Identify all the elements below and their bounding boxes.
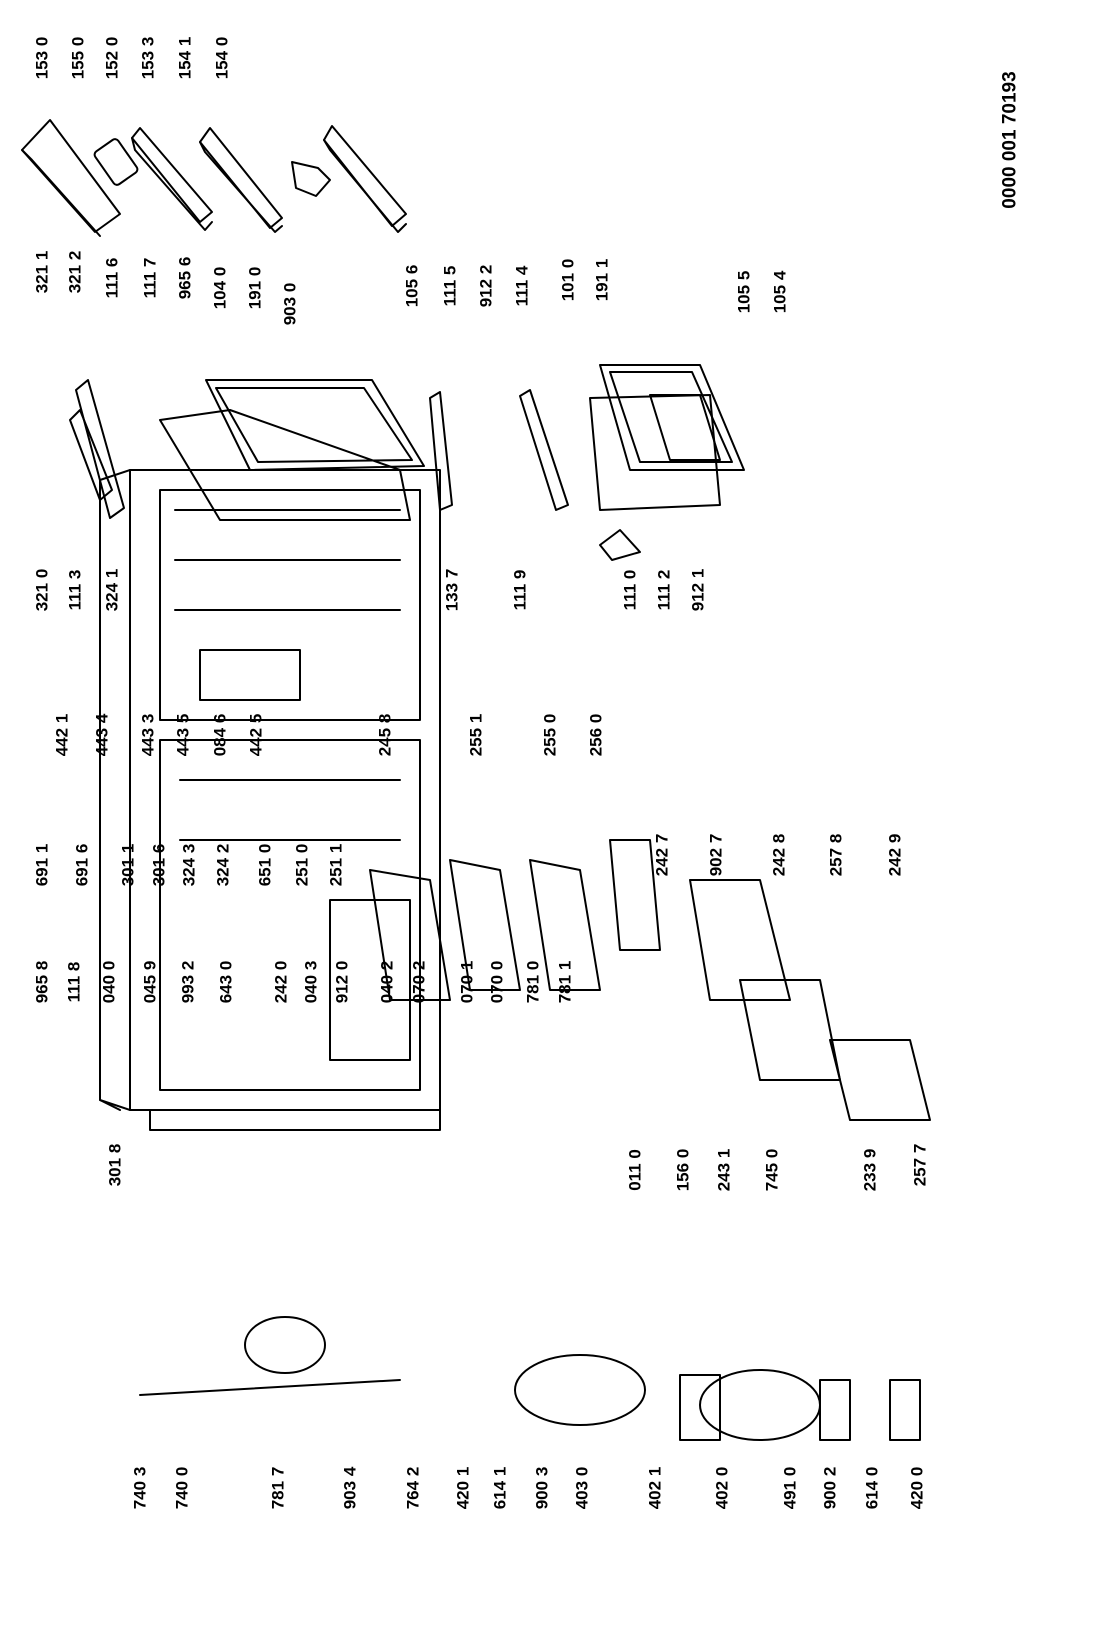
part-label: 301 8 xyxy=(105,1143,125,1187)
part-label: 402 1 xyxy=(645,1466,665,1510)
part-label: 403 0 xyxy=(572,1466,592,1510)
part-label: 153 0 xyxy=(32,36,52,80)
part-label: 191 1 xyxy=(592,258,612,302)
part-label: 255 0 xyxy=(540,713,560,757)
part-label: 491 0 xyxy=(780,1466,800,1510)
part-label: 324 2 xyxy=(213,843,233,887)
part-label: 070 0 xyxy=(487,960,507,1004)
part-label: 111 8 xyxy=(64,961,84,1003)
part-label: 040 3 xyxy=(301,960,321,1004)
part-label: 233 9 xyxy=(860,1148,880,1192)
part-label: 111 0 xyxy=(620,569,640,611)
part-label: 900 3 xyxy=(532,1466,552,1510)
part-label: 301 1 xyxy=(118,843,138,887)
document-number: 0000 001 70193 xyxy=(999,71,1021,209)
part-label: 105 6 xyxy=(402,264,422,308)
part-label: 764 2 xyxy=(403,1466,423,1510)
part-label: 442 5 xyxy=(246,713,266,757)
part-label: 420 0 xyxy=(907,1466,927,1510)
part-label: 651 0 xyxy=(255,843,275,887)
part-label: 111 7 xyxy=(140,257,160,299)
part-label: 191 0 xyxy=(245,266,265,310)
part-label: 154 0 xyxy=(212,36,232,80)
part-label: 321 1 xyxy=(32,250,52,294)
part-label: 402 0 xyxy=(712,1466,732,1510)
part-label: 111 5 xyxy=(440,265,460,307)
part-label: 257 7 xyxy=(910,1143,930,1187)
part-label: 691 6 xyxy=(72,843,92,887)
part-label: 040 2 xyxy=(377,960,397,1004)
part-label: 443 3 xyxy=(138,713,158,757)
part-label: 912 2 xyxy=(476,264,496,308)
part-label: 301 6 xyxy=(149,843,169,887)
part-label: 614 1 xyxy=(490,1466,510,1510)
part-label: 321 0 xyxy=(32,568,52,612)
part-label: 993 2 xyxy=(178,960,198,1004)
part-label: 111 2 xyxy=(654,569,674,611)
part-label: 045 9 xyxy=(140,960,160,1004)
part-label: 614 0 xyxy=(862,1466,882,1510)
cabinet xyxy=(99,469,441,1131)
part-label: 745 0 xyxy=(762,1148,782,1192)
part-label: 442 1 xyxy=(52,713,72,757)
part-label: 101 0 xyxy=(558,258,578,302)
part-label: 242 0 xyxy=(271,960,291,1004)
part-label: 912 0 xyxy=(332,960,352,1004)
part-label: 740 3 xyxy=(130,1466,150,1510)
part-label: 781 0 xyxy=(523,960,543,1004)
part-label: 251 1 xyxy=(326,843,346,887)
part-label: 321 2 xyxy=(65,250,85,294)
part-label: 070 1 xyxy=(457,960,477,1004)
part-label: 740 0 xyxy=(172,1466,192,1510)
part-label: 104 0 xyxy=(210,266,230,310)
part-label: 965 6 xyxy=(175,256,195,300)
part-label: 111 6 xyxy=(102,257,122,299)
part-label: 070 2 xyxy=(409,960,429,1004)
part-label: 011 0 xyxy=(625,1149,645,1191)
part-label: 133 7 xyxy=(442,568,462,612)
part-label: 903 0 xyxy=(280,282,300,326)
door-bins xyxy=(21,119,407,237)
part-label: 781 7 xyxy=(268,1466,288,1510)
part-label: 912 1 xyxy=(688,568,708,612)
part-label: 243 1 xyxy=(714,1148,734,1192)
part-label: 900 2 xyxy=(820,1466,840,1510)
part-label: 111 9 xyxy=(510,569,530,611)
part-label: 903 4 xyxy=(340,1466,360,1510)
part-label: 251 0 xyxy=(292,843,312,887)
part-label: 152 0 xyxy=(102,36,122,80)
part-label: 245 8 xyxy=(375,713,395,757)
part-label: 153 3 xyxy=(138,36,158,80)
part-label: 256 0 xyxy=(586,713,606,757)
part-label: 155 0 xyxy=(68,36,88,80)
compressor-parts xyxy=(139,1316,921,1441)
part-label: 324 1 xyxy=(102,568,122,612)
door-assembly xyxy=(69,364,745,561)
part-label: 111 3 xyxy=(65,569,85,611)
part-label: 643 0 xyxy=(216,960,236,1004)
part-label: 156 0 xyxy=(673,1148,693,1192)
part-label: 242 7 xyxy=(652,833,672,877)
part-label: 105 4 xyxy=(770,270,790,314)
part-label: 965 8 xyxy=(32,960,52,1004)
part-label: 443 4 xyxy=(92,713,112,757)
shelves xyxy=(369,839,931,1121)
part-label: 242 9 xyxy=(885,833,905,877)
part-label: 084 6 xyxy=(210,713,230,757)
part-label: 105 5 xyxy=(734,270,754,314)
part-label: 420 1 xyxy=(453,1466,473,1510)
part-label: 242 8 xyxy=(769,833,789,877)
part-label: 257 8 xyxy=(826,833,846,877)
part-label: 255 1 xyxy=(466,713,486,757)
part-label: 443 5 xyxy=(173,713,193,757)
part-label: 111 4 xyxy=(512,265,532,307)
part-label: 691 1 xyxy=(32,843,52,887)
part-label: 324 3 xyxy=(179,843,199,887)
part-label: 040 0 xyxy=(99,960,119,1004)
part-label: 902 7 xyxy=(706,833,726,877)
part-label: 781 1 xyxy=(555,960,575,1004)
part-label: 154 1 xyxy=(175,36,195,80)
